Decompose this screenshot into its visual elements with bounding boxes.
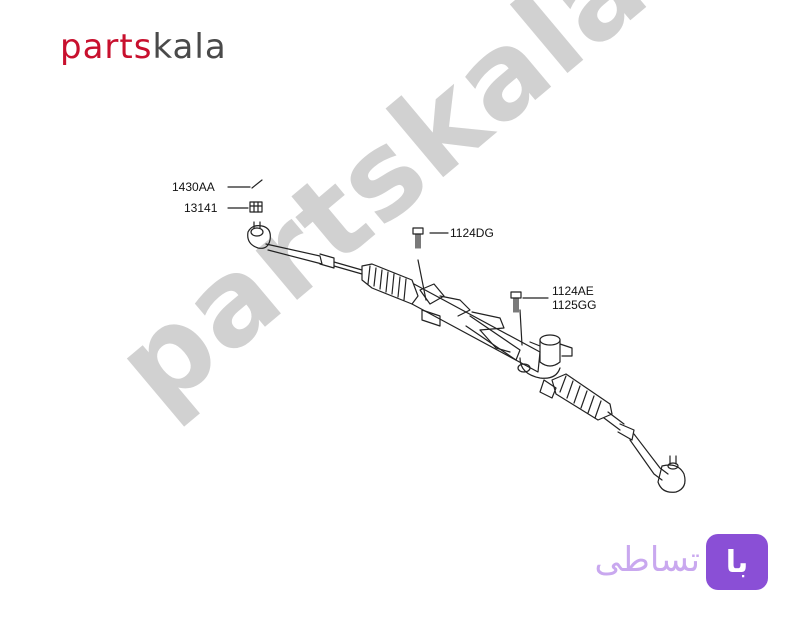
castle-nut (249, 201, 263, 213)
right-tie-rod-end (603, 411, 686, 493)
brand-logo: partskala (60, 30, 227, 64)
bolt-1124ae (510, 291, 522, 313)
cotter-pin (251, 179, 263, 189)
part-label-1124ae: 1124AE (552, 284, 594, 298)
rack-housing (411, 259, 541, 373)
bolt-1124dg (412, 227, 424, 249)
part-label-1125gg: 1125GG (552, 298, 597, 312)
footer-logo-text: تساطی (594, 540, 700, 580)
brand-part-1: parts (60, 27, 153, 67)
part-label-1430aa: 1430AA (172, 180, 215, 194)
left-tie-rod-end (247, 221, 363, 275)
brand-part-2: kala (152, 27, 227, 67)
part-label-13141: 13141 (184, 201, 218, 215)
footer-logo-badge: با (706, 534, 768, 590)
part-label-1124dg: 1124DG (450, 226, 494, 240)
pinion-housing (517, 334, 573, 399)
left-bellows-boot (361, 263, 419, 305)
right-bellows-boot (551, 373, 613, 421)
